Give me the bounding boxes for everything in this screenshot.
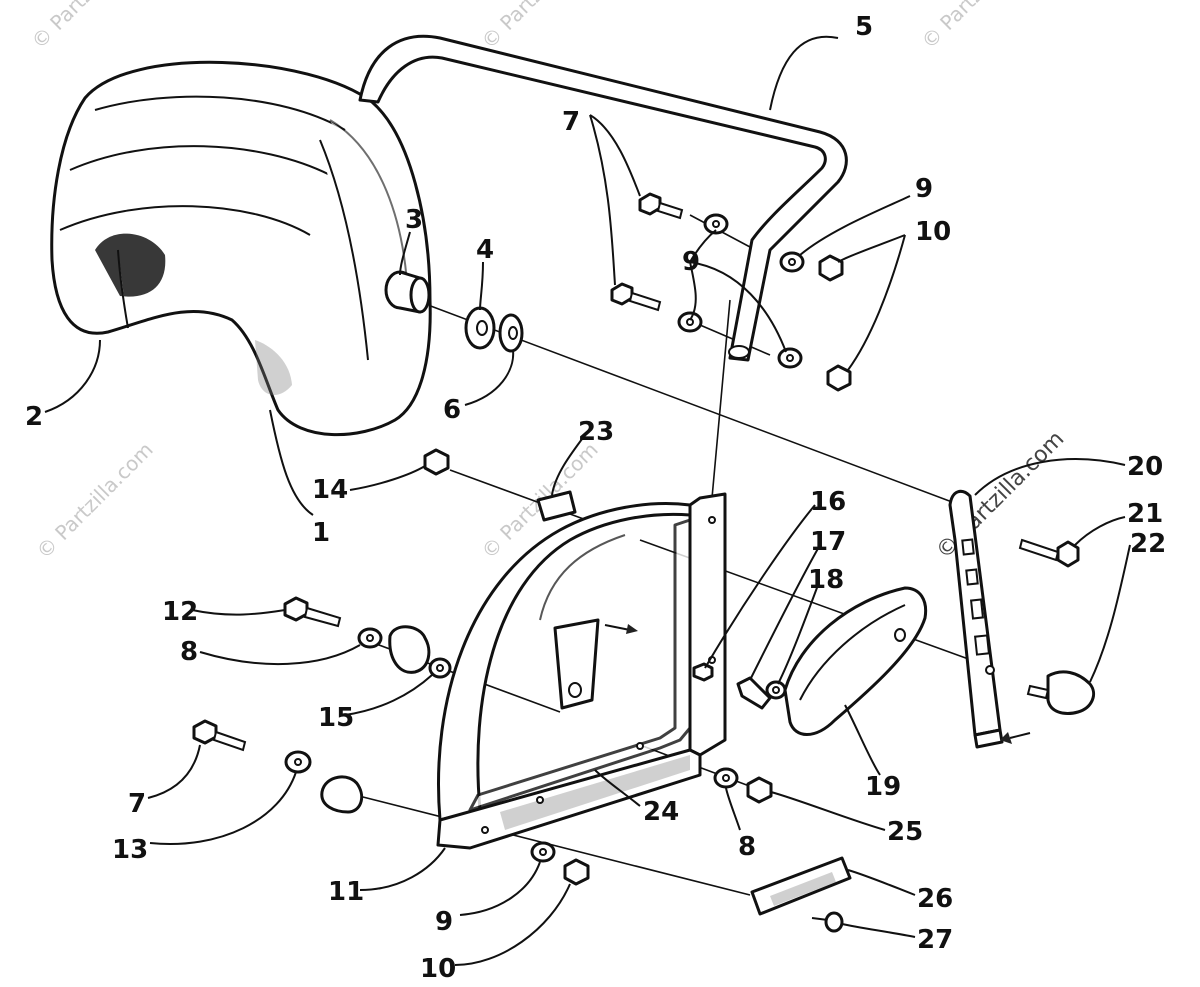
hinge-block-part — [388, 625, 431, 674]
washer-part — [713, 767, 739, 789]
watermark: © Partzilla.com — [917, 0, 1043, 54]
callout-10-upper: 10 — [915, 217, 951, 247]
callout-25: 25 — [887, 817, 923, 847]
washer-part — [779, 251, 805, 273]
watermark: © Partzilla.com — [32, 437, 158, 563]
callout-19: 19 — [865, 772, 901, 802]
callout-13: 13 — [112, 835, 148, 865]
callout-12: 12 — [162, 597, 198, 627]
armrest-pad-part — [783, 586, 928, 736]
washer-part — [777, 347, 803, 369]
callout-6: 6 — [443, 395, 461, 425]
callout-8-left: 8 — [180, 637, 198, 667]
leader-lines — [44, 35, 1131, 966]
bolt-part — [283, 596, 342, 628]
callout-27: 27 — [917, 925, 953, 955]
cushion-tab-part — [117, 249, 129, 329]
reflector-part — [750, 856, 852, 916]
washer-part — [357, 627, 383, 649]
callout-14: 14 — [312, 475, 348, 505]
washer-part — [765, 680, 787, 700]
strap-bracket-part — [948, 489, 1031, 749]
bolt-part — [638, 192, 684, 220]
bolt-part — [1018, 538, 1080, 568]
callout-21: 21 — [1127, 499, 1163, 529]
callout-22: 22 — [1130, 529, 1166, 559]
washer-part — [284, 750, 312, 774]
clip-part — [536, 490, 577, 522]
hinge-block-part — [320, 775, 364, 814]
callout-5: 5 — [855, 12, 873, 42]
callout-11: 11 — [328, 877, 364, 907]
callout-17: 17 — [810, 527, 846, 557]
spacer-part — [498, 313, 524, 353]
nut-part — [746, 776, 773, 804]
callout-3: 3 — [405, 205, 423, 235]
callout-15: 15 — [318, 703, 354, 733]
bolt-part — [610, 282, 662, 312]
callout-23: 23 — [578, 417, 614, 447]
backrest-pad-part — [50, 60, 432, 436]
watermark: © Partzilla.com — [27, 0, 153, 54]
callout-4: 4 — [476, 235, 494, 265]
backrest-tube-part — [358, 34, 848, 362]
callout-26: 26 — [917, 884, 953, 914]
nut-part — [563, 858, 590, 886]
washer-part — [428, 657, 452, 679]
grommet-part — [464, 306, 496, 350]
frame-bracket-part — [553, 618, 638, 710]
screw-part — [692, 662, 714, 682]
callout-9-upper-right: 9 — [915, 174, 933, 204]
callout-1: 1 — [312, 518, 330, 548]
callout-10-lower: 10 — [420, 954, 456, 984]
callout-7-upper: 7 — [562, 107, 580, 137]
callout-24: 24 — [643, 797, 679, 827]
watermark: © Partzilla.com — [477, 0, 603, 54]
callout-7-lower: 7 — [128, 789, 146, 819]
callout-labels: 1 2 3 4 5 6 7 7 8 8 9 9 9 10 10 11 12 13… — [25, 12, 1166, 984]
callout-9-lower: 9 — [435, 907, 453, 937]
callout-16: 16 — [810, 487, 846, 517]
nut-part — [826, 364, 852, 392]
washer-part — [677, 311, 703, 333]
callout-2: 2 — [25, 402, 43, 432]
washer-part — [530, 841, 556, 863]
washer-part — [703, 213, 729, 235]
nut-part — [423, 448, 450, 476]
bushing-part — [384, 270, 431, 314]
callout-20: 20 — [1127, 452, 1163, 482]
bolt-part — [192, 719, 247, 752]
callout-18: 18 — [808, 565, 844, 595]
nut-part — [818, 254, 844, 282]
seat-frame-part — [436, 492, 727, 850]
callout-8-right: 8 — [738, 832, 756, 862]
rivet-part — [811, 911, 844, 933]
callout-9-upper-left: 9 — [682, 247, 700, 277]
knob-part — [1026, 670, 1095, 715]
latch-part — [736, 676, 772, 710]
